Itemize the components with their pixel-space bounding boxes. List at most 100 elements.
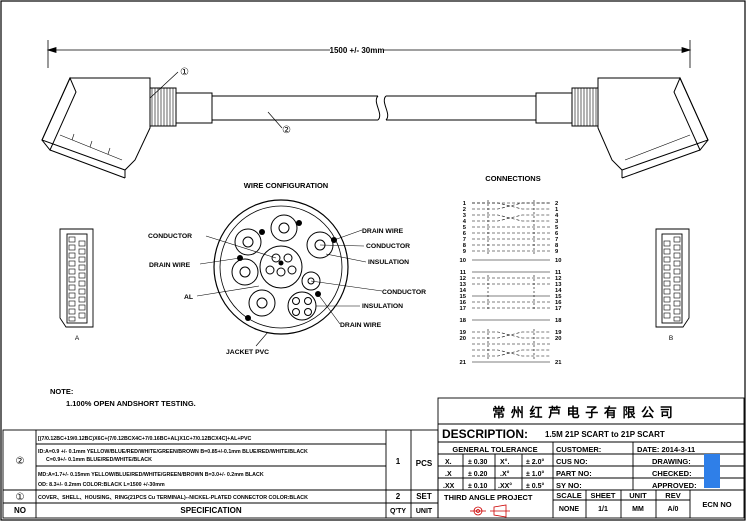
pin-right-20: 20 bbox=[555, 336, 561, 342]
view-b-label: B bbox=[669, 335, 673, 342]
pin-left-1: 1 bbox=[463, 201, 467, 207]
tol-row-3-b: ± 0.10 bbox=[468, 483, 488, 490]
pin-left-9: 9 bbox=[463, 249, 467, 255]
tol-row-1-c: X°. bbox=[500, 458, 509, 466]
wire-configuration-title: WIRE CONFIGURATION bbox=[244, 181, 328, 190]
tol-row-3-c: .XX° bbox=[498, 482, 512, 490]
callout-2: ② bbox=[282, 125, 291, 136]
note-title: NOTE: bbox=[50, 387, 73, 396]
pin-right-8: 8 bbox=[555, 243, 559, 249]
pin-right-13: 13 bbox=[555, 282, 562, 288]
tol-row-2-a: .X bbox=[445, 471, 452, 478]
callout-leaders bbox=[149, 71, 283, 129]
pin-right-12: 12 bbox=[555, 276, 561, 282]
pin-right-5: 5 bbox=[555, 225, 559, 231]
tol-row-2-b: ± 0.20 bbox=[468, 471, 488, 478]
pin-left-11: 11 bbox=[460, 270, 467, 276]
pin-left-4: 4 bbox=[463, 219, 467, 225]
general-tolerance-label: GENERAL TOLERANCE bbox=[452, 445, 537, 454]
cable bbox=[212, 95, 536, 121]
bom-header-unit: UNIT bbox=[416, 508, 433, 515]
pin-right-1: 2 bbox=[555, 201, 558, 207]
right-scart-plug bbox=[535, 76, 709, 179]
pin-left-19: 19 bbox=[460, 330, 467, 336]
unit-value: MM bbox=[632, 506, 644, 513]
connection-wires bbox=[472, 200, 550, 363]
label-conductor-right-2: CONDUCTOR bbox=[382, 289, 426, 296]
third-angle-project-label: THIRD ANGLE PROJECT bbox=[444, 493, 533, 502]
unit-label: UNIT bbox=[629, 491, 647, 500]
bom-row2-spec-1: [(7/0.12BC+19/0.12BC)X6C+(7/0.12BCX4C+7/… bbox=[38, 436, 251, 442]
bom-row2-spec-5: OD: 8.3+/- 0.2mm COLOR:BLACK L=1500 +/-3… bbox=[38, 482, 165, 488]
bom-table bbox=[2, 429, 439, 519]
bom-row2-spec-4: MD:A=1.7+/- 0.15mm YELLOW/BLUE/RED/WHITE… bbox=[38, 472, 264, 478]
note-line-1: 1.100% OPEN ANDSHORT TESTING. bbox=[66, 399, 196, 408]
part-no-label: PART NO: bbox=[556, 469, 592, 478]
bom-row2-no: ② bbox=[16, 456, 25, 467]
pin-left-7: 7 bbox=[463, 237, 466, 243]
bom-row2-unit: PCS bbox=[416, 459, 433, 468]
pin-left-20: 20 bbox=[460, 336, 466, 342]
tol-row-3-a: .XX bbox=[443, 483, 455, 490]
pin-left-10: 10 bbox=[460, 258, 466, 264]
label-drain-wire-left: DRAIN WIRE bbox=[149, 262, 191, 269]
pin-right-10: 10 bbox=[555, 258, 561, 264]
bom-row2-qty: 1 bbox=[396, 457, 401, 466]
pin-left-21: 21 bbox=[460, 360, 467, 366]
date-label: DATE: 2014-3-11 bbox=[637, 445, 695, 454]
view-a-label: A bbox=[75, 335, 80, 342]
callout-1: ① bbox=[180, 67, 189, 78]
rev-label: REV bbox=[665, 491, 680, 500]
pin-right-15: 15 bbox=[555, 294, 562, 300]
cus-no-label: CUS NO: bbox=[556, 457, 588, 466]
cable-cross-section bbox=[213, 199, 349, 335]
label-conductor-right-1: CONDUCTOR bbox=[366, 243, 410, 250]
description-label: DESCRIPTION: bbox=[442, 427, 528, 441]
description-value: 1.5M 21P SCART to 21P SCART bbox=[545, 430, 665, 439]
bom-header-no: NO bbox=[14, 506, 26, 515]
pin-left-8: 8 bbox=[463, 243, 467, 249]
pin-left-3: 3 bbox=[463, 213, 467, 219]
connection-pin-labels: 1234567891011121314151617181920212143567… bbox=[460, 201, 563, 366]
scale-label: SCALE bbox=[556, 491, 581, 500]
connector-face-b bbox=[655, 228, 690, 328]
tol-row-2-c: .X° bbox=[500, 470, 510, 478]
label-al: AL bbox=[184, 294, 193, 301]
label-drain-wire-bottom-right: DRAIN WIRE bbox=[340, 322, 382, 329]
pin-right-19: 19 bbox=[555, 330, 562, 336]
bom-header-specification: SPECIFICATION bbox=[180, 506, 241, 515]
bom-header-qty: Q'TY bbox=[390, 508, 406, 515]
scale-value: NONE bbox=[559, 506, 580, 513]
tol-row-1-b: ± 0.30 bbox=[468, 459, 488, 466]
label-jacket-pvc: JACKET PVC bbox=[226, 349, 269, 356]
pin-right-9: 9 bbox=[555, 249, 559, 255]
pin-right-17: 17 bbox=[555, 306, 561, 312]
wire-leader-lines bbox=[196, 229, 383, 347]
pin-right-11: 11 bbox=[555, 270, 562, 276]
pin-left-5: 5 bbox=[463, 225, 467, 231]
tol-row-2-d: ± 1.0° bbox=[526, 470, 545, 478]
pin-left-13: 13 bbox=[460, 282, 467, 288]
label-conductor-left: CONDUCTOR bbox=[148, 233, 192, 240]
rev-value: A/0 bbox=[668, 506, 679, 513]
pin-right-2: 1 bbox=[555, 207, 559, 213]
pin-left-2: 2 bbox=[463, 207, 466, 213]
label-drain-wire-top-right: DRAIN WIRE bbox=[362, 228, 404, 235]
pin-right-21: 21 bbox=[555, 360, 562, 366]
pin-left-14: 14 bbox=[460, 288, 467, 294]
sy-no-label: SY NO: bbox=[556, 481, 582, 490]
sheet-label: SHEET bbox=[590, 491, 615, 500]
pin-right-6: 6 bbox=[555, 231, 559, 237]
label-insulation-right-2: INSULATION bbox=[362, 303, 403, 310]
pin-left-15: 15 bbox=[460, 294, 467, 300]
highlight-marker bbox=[704, 454, 720, 488]
pin-right-4: 3 bbox=[555, 219, 559, 225]
checked-label: CHECKED: bbox=[652, 469, 692, 478]
tol-row-3-d: ± 0.5° bbox=[526, 482, 545, 490]
bom-row1-qty: 2 bbox=[396, 492, 401, 501]
ecn-no-label: ECN NO bbox=[702, 500, 731, 509]
approved-label: APPROVED: bbox=[652, 481, 697, 490]
pin-left-12: 12 bbox=[460, 276, 466, 282]
